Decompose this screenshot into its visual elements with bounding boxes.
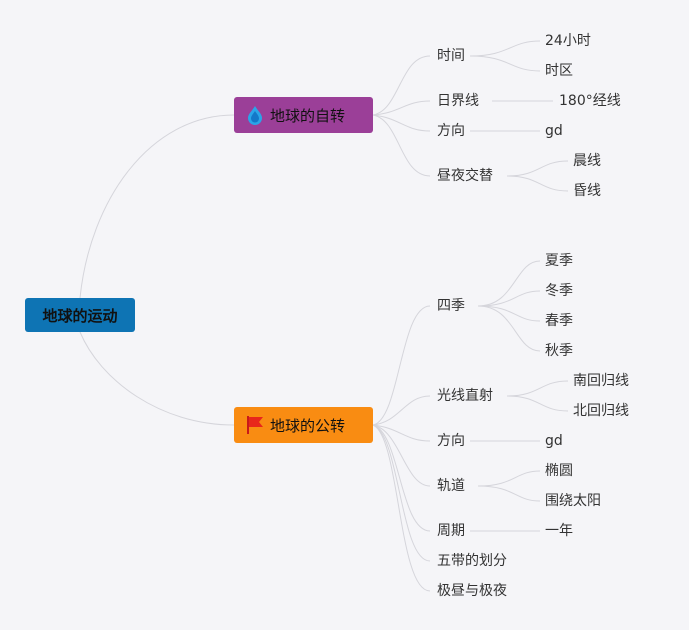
link-revolution-sunray <box>372 395 431 426</box>
leaf-dusk-line[interactable]: 昏线 <box>573 183 601 199</box>
red-flag-icon <box>246 415 264 435</box>
node-revolution-sunray[interactable]: 光线直射 <box>437 388 493 404</box>
leaf-tropic-cancer[interactable]: 北回归线 <box>573 403 629 419</box>
leaf-around-sun[interactable]: 围绕太阳 <box>545 493 601 509</box>
link-orbit-sun <box>477 485 541 502</box>
branch-revolution-label: 地球的公转 <box>270 416 346 435</box>
branch-rotation-node[interactable]: 地球的自转 <box>234 97 373 133</box>
link-daynight-dusk <box>506 175 569 192</box>
leaf-summer[interactable]: 夏季 <box>545 253 573 269</box>
node-revolution-period[interactable]: 周期 <box>437 523 465 539</box>
link-revolution-direction <box>372 424 431 442</box>
root-node[interactable]: 地球的运动 <box>25 298 135 332</box>
node-revolution-seasons[interactable]: 四季 <box>437 298 465 314</box>
link-seasons-autumn <box>477 305 541 352</box>
leaf-time-zone[interactable]: 时区 <box>545 63 573 79</box>
link-rotation-daynight <box>372 114 431 177</box>
link-revolution-orbit <box>372 424 431 487</box>
node-revolution-orbit[interactable]: 轨道 <box>437 478 465 494</box>
link-root-revolution <box>79 331 235 426</box>
node-revolution-polar[interactable]: 极昼与极夜 <box>437 583 507 599</box>
leaf-24-hours[interactable]: 24小时 <box>545 33 591 49</box>
leaf-180-meridian[interactable]: 180°经线 <box>559 93 621 109</box>
link-revolution-zones <box>372 424 431 562</box>
leaf-spring[interactable]: 春季 <box>545 313 573 329</box>
link-revolution-seasons <box>372 305 431 426</box>
drop-icon <box>246 105 264 125</box>
root-label: 地球的运动 <box>42 306 118 325</box>
leaf-autumn[interactable]: 秋季 <box>545 343 573 359</box>
node-rotation-direction[interactable]: 方向 <box>437 123 465 139</box>
leaf-revolution-gd[interactable]: gd <box>545 433 563 449</box>
node-rotation-dateline[interactable]: 日界线 <box>437 93 479 109</box>
link-seasons-winter <box>477 290 541 307</box>
branch-rotation-label: 地球的自转 <box>270 106 346 125</box>
link-revolution-polar <box>372 424 431 592</box>
leaf-tropic-capricorn[interactable]: 南回归线 <box>573 373 629 389</box>
link-revolution-period <box>372 424 431 532</box>
link-rotation-dateline <box>372 100 431 116</box>
node-revolution-zones[interactable]: 五带的划分 <box>437 553 507 569</box>
leaf-one-year[interactable]: 一年 <box>545 523 573 539</box>
leaf-winter[interactable]: 冬季 <box>545 283 573 299</box>
leaf-ellipse[interactable]: 椭圆 <box>545 463 573 479</box>
link-time-zone <box>469 55 541 72</box>
node-rotation-daynight[interactable]: 昼夜交替 <box>437 168 493 184</box>
link-sunray-north <box>506 395 569 412</box>
leaf-dawn-line[interactable]: 晨线 <box>573 153 601 169</box>
link-seasons-summer <box>477 260 541 307</box>
link-time-24h <box>469 40 541 57</box>
link-rotation-time <box>372 55 431 116</box>
node-rotation-time[interactable]: 时间 <box>437 48 465 64</box>
link-seasons-spring <box>477 305 541 322</box>
link-daynight-dawn <box>506 160 569 177</box>
link-orbit-ellipse <box>477 470 541 487</box>
branch-revolution-node[interactable]: 地球的公转 <box>234 407 373 443</box>
link-rotation-direction <box>372 114 431 132</box>
leaf-rotation-gd[interactable]: gd <box>545 123 563 139</box>
node-revolution-direction[interactable]: 方向 <box>437 433 465 449</box>
link-sunray-south <box>506 380 569 397</box>
link-root-rotation <box>79 114 235 299</box>
